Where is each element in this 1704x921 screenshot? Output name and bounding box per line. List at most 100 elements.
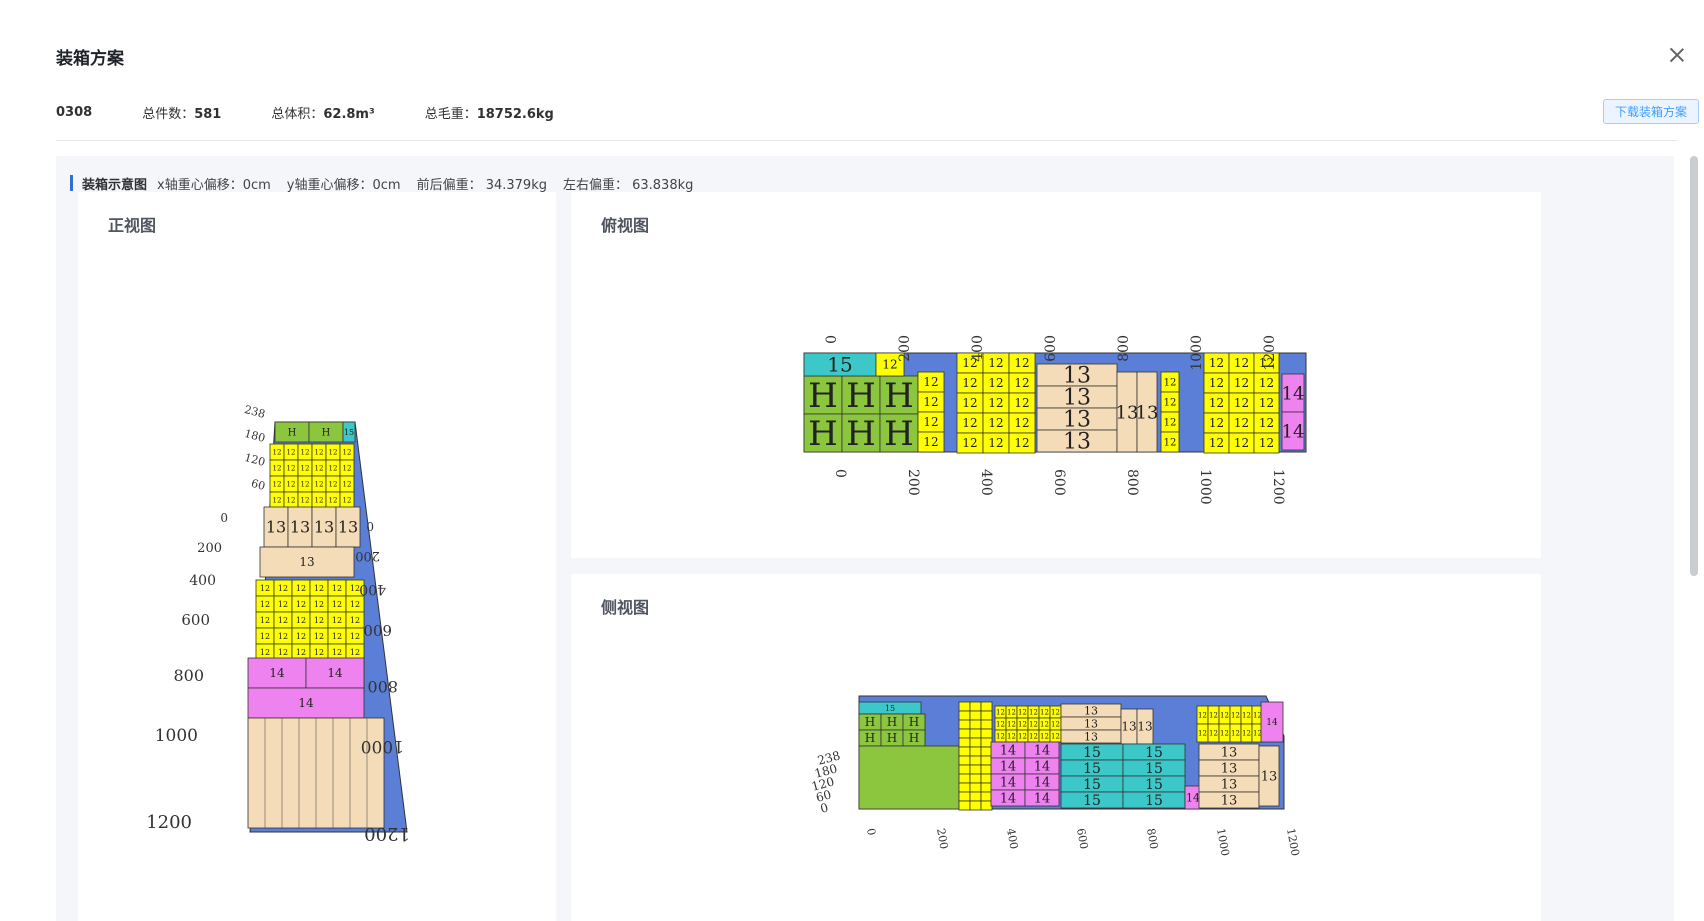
x-tick: 200 — [934, 827, 950, 850]
box-12 — [980, 782, 993, 793]
box-12 — [980, 746, 993, 757]
box-12 — [958, 746, 971, 757]
box-14-label: 14 — [1282, 383, 1305, 404]
box-14-label: 14 — [1000, 744, 1017, 759]
box-14-label: 14 — [1266, 718, 1278, 728]
diagram-title: 装箱示意图 — [82, 177, 148, 193]
y-tick-left: 1000 — [155, 726, 198, 746]
box-h — [879, 413, 919, 453]
box-12-label: 12 — [923, 415, 938, 429]
box-14-label: 14 — [269, 666, 285, 680]
box-12 — [980, 800, 993, 811]
summary-bar: 0308 总件数：581 总体积：62.8m³ 总毛重：18752.6kg — [56, 102, 604, 122]
top-view-title: 俯视图 — [601, 216, 650, 235]
box-12 — [958, 773, 971, 784]
box-12-label: 12 — [1198, 729, 1207, 737]
box-12 — [958, 800, 971, 811]
box-12 — [969, 737, 982, 748]
box-12-label: 12 — [1051, 732, 1060, 740]
x-tick: 1000 — [1214, 827, 1232, 857]
box-12-label: 12 — [1259, 356, 1274, 370]
box-12 — [969, 782, 982, 793]
box-12 — [1008, 432, 1036, 454]
y-tick-right: 200 — [355, 548, 380, 563]
box-12-label: 12 — [332, 616, 342, 625]
box-14-label: 14 — [1034, 744, 1051, 759]
box-12-label: 12 — [1209, 396, 1224, 410]
box-12-label: 12 — [996, 708, 1005, 716]
height-tick: 60 — [814, 787, 832, 804]
box-h-label: H — [887, 715, 897, 729]
box-12 — [980, 773, 993, 784]
box-12-label: 12 — [343, 464, 352, 472]
box-13-label: 13 — [1261, 770, 1278, 785]
x-offset: x轴重心偏移：0cm — [157, 177, 271, 193]
left-right-weight: 左右偏重： 63.838kg — [562, 177, 694, 193]
box-15-label: 15 — [1083, 745, 1101, 761]
box-12-label: 12 — [350, 648, 360, 657]
box-15 — [342, 421, 356, 443]
height-tick: 60 — [250, 477, 267, 493]
box-12-label: 12 — [1234, 376, 1249, 390]
box-12 — [969, 719, 982, 730]
box-12-label: 12 — [1220, 729, 1229, 737]
box-12 — [958, 782, 971, 793]
box-12 — [969, 728, 982, 739]
close-icon[interactable] — [1666, 44, 1688, 66]
box-12-label: 12 — [315, 480, 324, 488]
box-12 — [969, 773, 982, 784]
box-12-label: 12 — [1014, 396, 1029, 410]
box-h-label: H — [909, 731, 919, 745]
diagram-panel: 装箱示意图 x轴重心偏移：0cm y轴重心偏移：0cm 前后偏重： 34.379… — [56, 156, 1674, 921]
box-12-label: 12 — [1007, 732, 1016, 740]
box-12-label: 12 — [1234, 416, 1249, 430]
side-view-title: 侧视图 — [601, 598, 650, 617]
y-tick-right: 0 — [366, 519, 374, 533]
box-12-label: 12 — [329, 496, 338, 504]
height-tick: 238 — [816, 748, 842, 767]
box-14 — [247, 687, 365, 719]
box-14-label: 14 — [1186, 791, 1200, 804]
box-h — [803, 375, 843, 415]
box-12-label: 12 — [314, 616, 324, 625]
box-12-label: 12 — [1018, 720, 1027, 728]
x-tick-top: 1200 — [1262, 335, 1278, 371]
box-13 — [259, 546, 355, 578]
box-h-label: H — [846, 376, 876, 416]
y-tick-left: 200 — [197, 541, 222, 556]
box-12-label: 12 — [1259, 396, 1274, 410]
box-12-label: 12 — [1051, 720, 1060, 728]
box-12-label: 12 — [962, 396, 977, 410]
scrollbar[interactable] — [1690, 156, 1698, 576]
height-tick: 120 — [243, 451, 267, 469]
box-12-label: 12 — [332, 584, 342, 593]
height-tick: 180 — [243, 427, 267, 445]
box-12-label: 12 — [1014, 356, 1029, 370]
box-12 — [980, 791, 993, 802]
x-tick-top: 600 — [1043, 335, 1059, 362]
box-12-label: 12 — [296, 584, 306, 593]
box-13-label: 13 — [1221, 794, 1238, 809]
box-h — [803, 413, 843, 453]
box-12-label: 12 — [332, 600, 342, 609]
dialog-title: 装箱方案 — [56, 49, 124, 69]
download-plan-button[interactable]: 下载装箱方案 — [1602, 99, 1699, 124]
box-13-label: 13 — [314, 518, 334, 537]
x-tick-bottom: 200 — [905, 469, 921, 496]
box-14 — [247, 657, 307, 689]
box-12 — [969, 764, 982, 775]
box-h-label: H — [322, 428, 331, 439]
box-12-label: 12 — [329, 480, 338, 488]
box-15-label: 15 — [1145, 793, 1163, 809]
box-12 — [969, 800, 982, 811]
box-12-label: 12 — [301, 496, 310, 504]
box-12-label: 12 — [1198, 711, 1207, 719]
box-14 — [305, 657, 365, 689]
box-15-label: 15 — [344, 428, 354, 437]
box-12-label: 12 — [1209, 376, 1224, 390]
box-12-label: 12 — [260, 600, 270, 609]
box-12-label: 12 — [343, 480, 352, 488]
